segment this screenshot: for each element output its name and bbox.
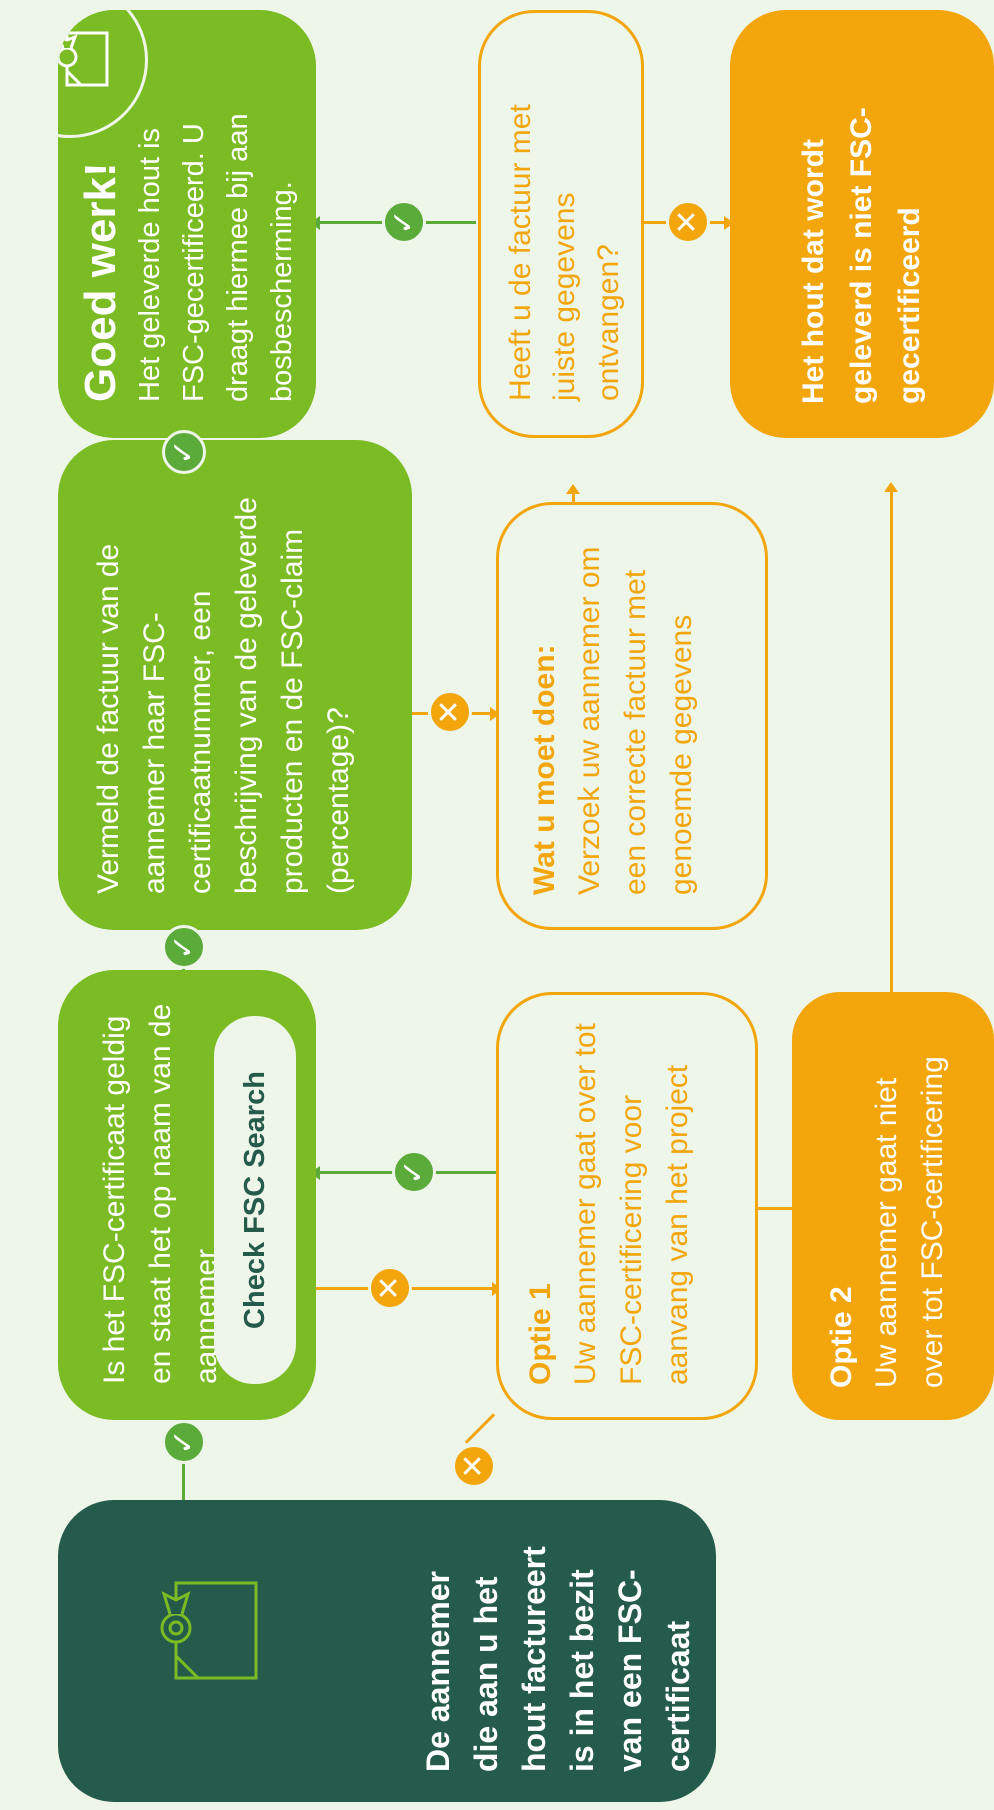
checkmark-icon: ✓ bbox=[162, 1420, 206, 1464]
received-question-node: Heeft u de factuur met juiste gegevens o… bbox=[478, 10, 644, 438]
connector-option2-to-received bbox=[890, 486, 893, 992]
arrowhead bbox=[884, 482, 898, 492]
option1-text: Uw aannemer gaat over tot FSC-certificer… bbox=[569, 1023, 694, 1385]
option1-node: Optie 1 Uw aannemer gaat over tot FSC-ce… bbox=[496, 992, 758, 1420]
success-title: Goed werk! bbox=[76, 162, 125, 402]
cross-icon: ✕ bbox=[368, 1266, 412, 1310]
option2-title: Optie 2 bbox=[825, 1286, 858, 1388]
connector-option1-to-option2 bbox=[758, 1207, 792, 1210]
certificate-icon bbox=[146, 1558, 291, 1698]
option2-text: Uw aannemer gaat niet over tot FSC-certi… bbox=[870, 1056, 949, 1388]
action-text: Verzoek uw aannemer om een correcte fact… bbox=[573, 546, 698, 895]
start-text: De aannemer die aan u het hout factureer… bbox=[420, 1546, 696, 1772]
received-question-text: Heeft u de factuur met juiste gegevens o… bbox=[504, 104, 625, 401]
arrowhead bbox=[566, 484, 580, 494]
invoice-question-node: Vermeld de factuur van de aannemer haar … bbox=[58, 440, 412, 930]
action-node: Wat u moet doen: Verzoek uw aannemer om … bbox=[496, 502, 768, 930]
checkmark-icon: ✓ bbox=[392, 1150, 436, 1194]
cross-icon: ✕ bbox=[452, 1444, 496, 1488]
certificate-question-text: Is het FSC-certificaat geldig en staat h… bbox=[98, 1003, 223, 1384]
checkmark-icon: ✓ bbox=[162, 430, 206, 474]
certificate-question-node: Is het FSC-certificaat geldig en staat h… bbox=[58, 970, 316, 1420]
start-node: De aannemer die aan u het hout factureer… bbox=[58, 1500, 716, 1802]
fail-node: Het hout dat wordt geleverd is niet FSC-… bbox=[730, 10, 994, 438]
option1-title: Optie 1 bbox=[524, 1283, 557, 1385]
success-text: Het geleverde hout is FSC-gecertificeerd… bbox=[134, 113, 298, 402]
invoice-question-text: Vermeld de factuur van de aannemer haar … bbox=[92, 497, 355, 894]
checkmark-icon: ✓ bbox=[162, 925, 206, 969]
option2-node: Optie 2 Uw aannemer gaat niet over tot F… bbox=[792, 992, 994, 1420]
fail-text: Het hout dat wordt geleverd is niet FSC-… bbox=[797, 107, 926, 404]
action-title: Wat u moet doen: bbox=[528, 644, 561, 895]
cross-icon: ✕ bbox=[428, 690, 472, 734]
cross-icon: ✕ bbox=[666, 200, 710, 244]
checkmark-icon: ✓ bbox=[382, 200, 426, 244]
connector-start-to-options bbox=[464, 1413, 496, 1444]
certificate-icon bbox=[58, 10, 148, 138]
success-node: Goed werk! Het geleverde hout is FSC-gec… bbox=[58, 10, 316, 438]
check-fsc-search-button[interactable]: Check FSC Search bbox=[214, 1016, 296, 1384]
